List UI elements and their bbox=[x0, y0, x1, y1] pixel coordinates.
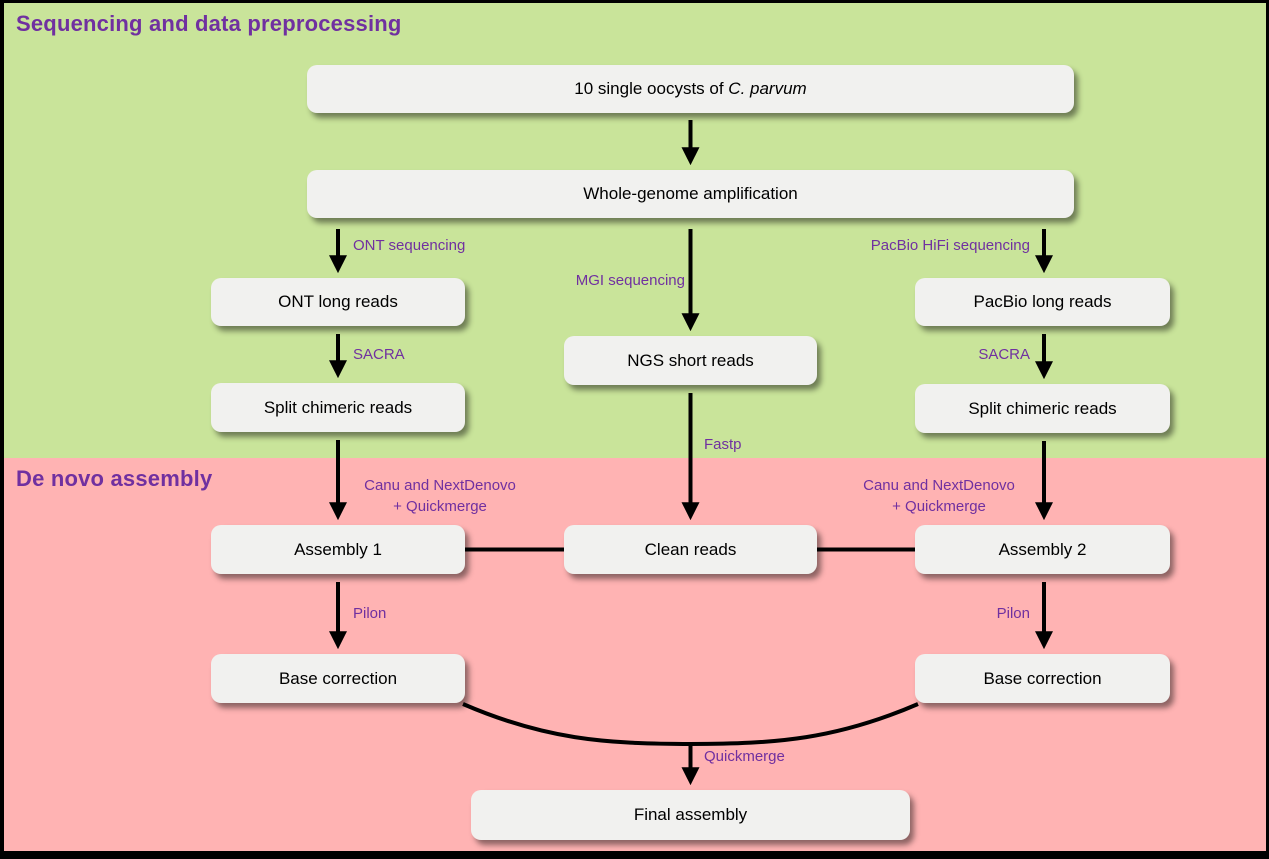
node-assembly-1: Assembly 1 bbox=[211, 525, 465, 574]
node-label: Base correction bbox=[278, 668, 398, 688]
edge-label-canu-nextdenovo-right: Canu and NextDenovo + Quickmerge bbox=[847, 476, 1031, 517]
node-label: Clean reads bbox=[644, 539, 737, 559]
edge-label-mgi-sequencing: MGI sequencing bbox=[575, 272, 685, 289]
edge-label-pilon-right: Pilon bbox=[996, 605, 1030, 622]
node-whole-genome-amplification: Whole-genome amplification bbox=[307, 170, 1074, 218]
node-label: ONT long reads bbox=[278, 292, 398, 311]
edge-label-pacbio-hifi-sequencing: PacBio HiFi sequencing bbox=[870, 237, 1030, 254]
edge-label-canu-nextdenovo-left: Canu and NextDenovo + Quickmerge bbox=[348, 476, 532, 517]
node-split-chimeric-reads-right: Split chimeric reads bbox=[915, 384, 1170, 433]
edge-label-line-2: + Quickmerge bbox=[393, 497, 487, 515]
edge-label-ont-sequencing: ONT sequencing bbox=[353, 237, 466, 254]
node-label: Split chimeric reads bbox=[968, 398, 1117, 418]
node-oocysts-species: C. parvum bbox=[728, 79, 807, 98]
section-title-preprocessing: Sequencing and data preprocessing bbox=[16, 11, 402, 36]
node-label: Whole-genome amplification bbox=[583, 184, 798, 203]
node-label: Base correction bbox=[983, 668, 1102, 688]
node-single-oocysts: 10 single oocysts of C. parvum bbox=[307, 65, 1074, 113]
node-label: PacBio long reads bbox=[973, 292, 1112, 311]
node-clean-reads: Clean reads bbox=[564, 525, 817, 574]
edge-label-line-2: + Quickmerge bbox=[892, 497, 986, 515]
node-ont-long-reads: ONT long reads bbox=[211, 278, 465, 326]
node-base-correction-right: Base correction bbox=[915, 654, 1170, 703]
node-assembly-2: Assembly 2 bbox=[915, 525, 1170, 574]
node-ngs-short-reads: NGS short reads bbox=[564, 336, 817, 385]
node-split-chimeric-reads-left: Split chimeric reads bbox=[211, 383, 465, 432]
node-label: 10 single oocysts of C. parvum bbox=[574, 79, 806, 99]
node-label: NGS short reads bbox=[627, 350, 754, 370]
node-label: Split chimeric reads bbox=[263, 397, 413, 417]
section-title-assembly: De novo assembly bbox=[16, 466, 213, 491]
edge-label-fastp: Fastp bbox=[704, 436, 742, 453]
edge-label-sacra-left: SACRA bbox=[353, 346, 405, 363]
node-label: Assembly 2 bbox=[998, 539, 1087, 559]
node-final-assembly: Final assembly bbox=[471, 790, 910, 840]
edge-label-line-1: Canu and NextDenovo bbox=[364, 477, 516, 494]
node-oocysts-prefix: 10 single oocysts of bbox=[574, 79, 729, 98]
edge-label-line-1: Canu and NextDenovo bbox=[863, 477, 1015, 494]
edge-label-quickmerge: Quickmerge bbox=[704, 748, 785, 765]
node-label: Assembly 1 bbox=[294, 539, 382, 559]
edge-label-pilon-left: Pilon bbox=[353, 605, 387, 622]
node-label: Final assembly bbox=[633, 805, 748, 824]
node-base-correction-left: Base correction bbox=[211, 654, 465, 703]
node-pacbio-long-reads: PacBio long reads bbox=[915, 278, 1170, 326]
edge-label-sacra-right: SACRA bbox=[978, 346, 1030, 363]
